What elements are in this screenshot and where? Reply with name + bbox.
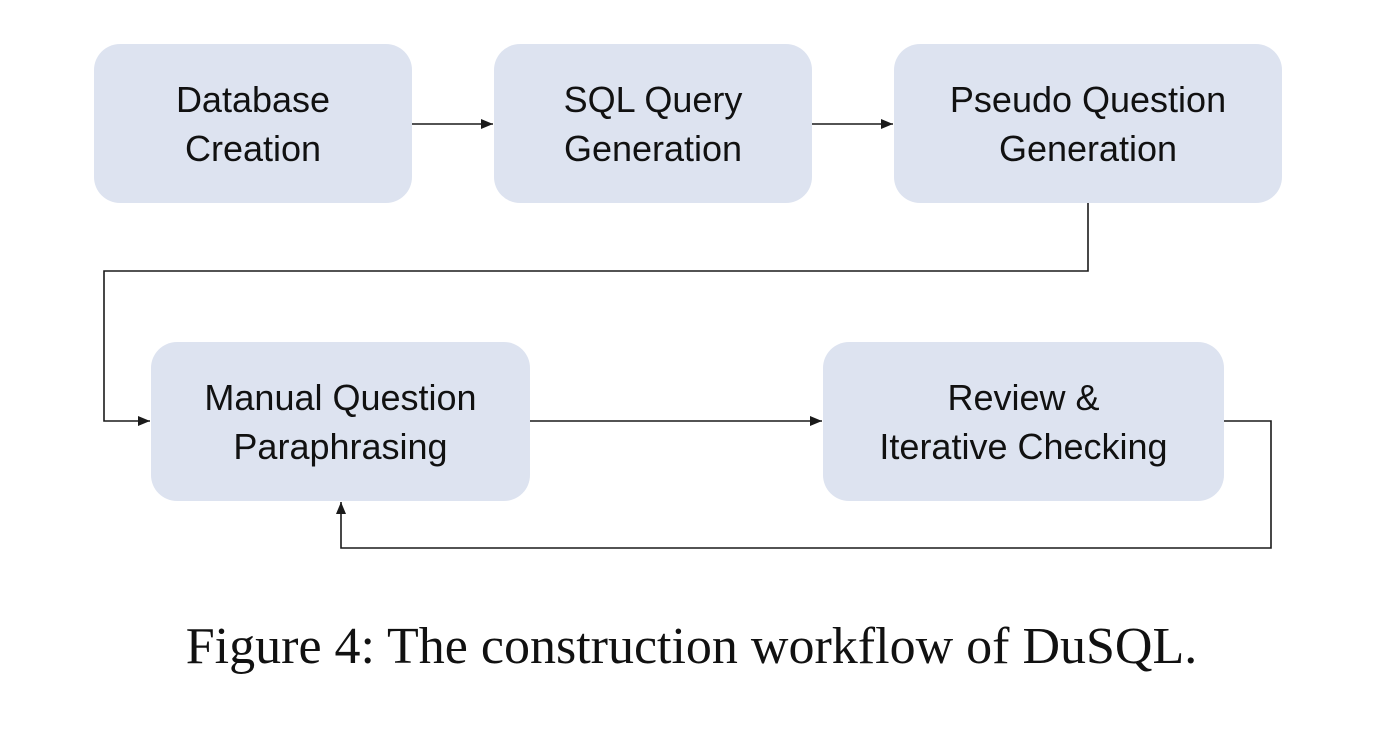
- node-database-creation: Database Creation: [94, 44, 412, 203]
- node-label-line: Generation: [563, 127, 743, 169]
- node-label-line: Generation: [998, 127, 1178, 169]
- node-label-line: Paraphrasing: [233, 425, 448, 467]
- node-manual-question-paraphrasing: Manual Question Paraphrasing: [151, 342, 530, 501]
- node-label-line: Iterative Checking: [879, 425, 1168, 467]
- node-label-line: Pseudo Question: [949, 78, 1227, 120]
- node-label-line: Review &: [947, 376, 1100, 418]
- node-label-line: Database: [175, 78, 331, 120]
- node-label-line: Manual Question: [204, 376, 477, 418]
- node-sql-query-generation: SQL Query Generation: [494, 44, 812, 203]
- node-label-line: SQL Query: [563, 78, 743, 120]
- arrow-review-to-manual: [336, 420, 1272, 549]
- arrow-pseudo-to-manual: [103, 203, 1089, 426]
- node-pseudo-question-generation: Pseudo Question Generation: [894, 44, 1282, 203]
- figure-caption: Figure 4: The construction workflow of D…: [185, 618, 1198, 675]
- node-label-line: Creation: [184, 127, 322, 169]
- node-review-iterative-checking: Review & Iterative Checking: [823, 342, 1224, 501]
